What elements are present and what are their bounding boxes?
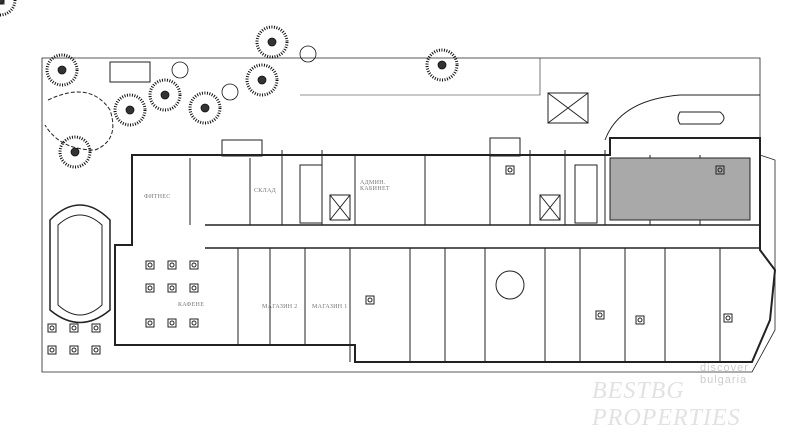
watermark-tagline: discover bulgaria	[700, 362, 749, 386]
watermark-brand: BESTBG PROPERTIES	[592, 378, 741, 431]
floor-plan	[0, 0, 777, 373]
trees	[0, 0, 459, 169]
building-outline	[114, 137, 777, 363]
room-label-office: АДМИН. КАБИНЕТ	[360, 180, 390, 192]
highlighted-apartment	[609, 157, 751, 221]
stairs	[109, 61, 598, 224]
room-label-cafe: КАФЕНЕ	[178, 302, 205, 308]
room-label-storage: СКЛАД	[254, 188, 276, 194]
room-label-shop-1: МАГАЗИН 1	[312, 304, 348, 310]
site-boundary	[41, 57, 776, 373]
garden-path	[44, 91, 114, 151]
corridor	[205, 224, 760, 249]
room-label-fitness: ФИТНЕС	[144, 194, 171, 200]
driveway	[604, 94, 760, 141]
room-label-shop-2: МАГАЗИН 2	[262, 304, 298, 310]
swimming-pool	[49, 204, 111, 324]
elevators	[329, 92, 589, 221]
tables	[0, 0, 733, 355]
car	[677, 111, 725, 125]
